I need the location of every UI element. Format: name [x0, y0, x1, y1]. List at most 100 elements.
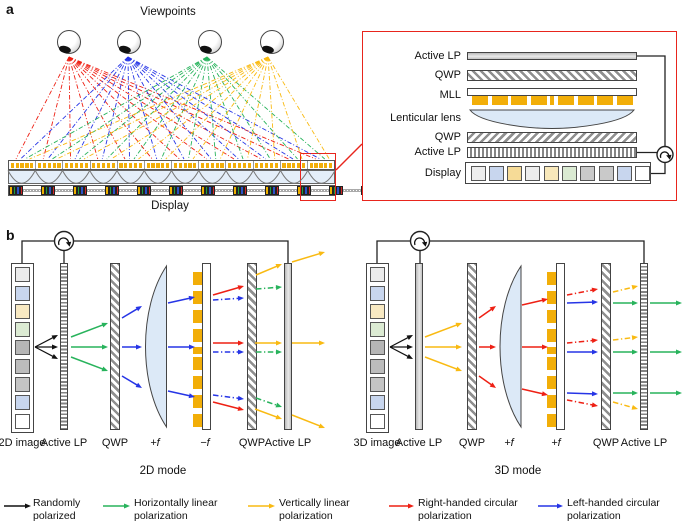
inactive-subpixel	[160, 188, 163, 192]
h-linear-out-arrow-head	[676, 349, 682, 355]
h-linear-arrow-head	[632, 300, 638, 306]
display-subpixel	[272, 186, 276, 195]
display-subpixel	[265, 186, 269, 195]
inactive-subpixel	[311, 188, 314, 192]
pixel-cell	[105, 186, 137, 196]
left-circ-arrow-head	[135, 306, 142, 312]
h-linear-dash-arrow	[255, 286, 278, 290]
v-linear-arrow-head	[275, 264, 282, 269]
right-circ-dash-arrow-head	[591, 338, 598, 344]
mll-microlens	[292, 162, 296, 168]
inactive-subpixel	[122, 188, 125, 192]
left-circ-arrow-head	[136, 344, 142, 350]
right-circ-arrow-head	[237, 406, 244, 411]
3d-qwp2-label: QWP	[592, 437, 620, 449]
viewpoint-ray	[247, 56, 269, 160]
3d-active-lp2-bar	[640, 263, 648, 430]
2d-image-column	[11, 263, 34, 433]
inactive-subpixel	[294, 188, 297, 192]
image-pixel	[370, 303, 385, 319]
legend-arrow-head	[269, 503, 275, 509]
mll-element	[193, 414, 202, 427]
inset-mll-element	[491, 96, 508, 105]
mll-microlens	[161, 162, 165, 168]
viewpoint-ray	[206, 56, 217, 160]
eye-pupil	[261, 44, 275, 54]
inactive-subpixel	[96, 188, 99, 192]
inactive-subpixel	[253, 188, 256, 192]
image-pixel	[15, 267, 30, 283]
inactive-subpixel	[262, 188, 265, 192]
mll-cell	[118, 161, 145, 169]
viewpoint-ray	[111, 56, 269, 160]
display-pixel-strip	[8, 184, 393, 196]
mll-microlens	[193, 162, 197, 168]
lenticular-lens-strip	[8, 170, 335, 184]
inactive-subpixel	[29, 188, 32, 192]
mll-microlens	[129, 162, 133, 168]
viewpoint-ray	[127, 56, 321, 160]
legend-vertical-linear: Vertically linear polarization	[279, 497, 350, 523]
inset-display-pixel	[470, 166, 486, 181]
v-linear-dash-arrow	[612, 286, 634, 293]
pixel-cell	[169, 186, 201, 196]
mll-element	[193, 291, 202, 304]
viewpoint-ray	[165, 56, 269, 160]
mll-microlens	[309, 162, 313, 168]
mll-microlens	[25, 162, 29, 168]
mll-microlens	[166, 162, 170, 168]
3d-active-lp1-label: Active LP	[395, 437, 443, 449]
mll-microlens	[42, 162, 46, 168]
inactive-subpixel	[288, 188, 291, 192]
display-subpixel	[76, 186, 80, 195]
right-circ-arrow	[212, 401, 240, 410]
wire-switch-to-lp2-3d	[429, 240, 645, 263]
mll-microlens	[205, 162, 209, 168]
display-subpixel	[41, 186, 45, 195]
inactive-subpixel	[192, 188, 195, 192]
viewpoint-ray	[68, 56, 316, 160]
2d-active-lp1-bar	[60, 263, 68, 430]
inset-mll-bar	[467, 88, 637, 96]
image-pixel	[15, 377, 30, 393]
3d-active-lp2-label: Active LP	[620, 437, 668, 449]
mll-microlens	[65, 162, 69, 168]
viewpoint-ray	[127, 56, 158, 160]
mll-element	[547, 376, 556, 389]
inactive-subpixel	[349, 188, 352, 192]
viewpoint-ray	[29, 56, 269, 160]
inactive-subpixel	[221, 188, 224, 192]
mll-microlens	[10, 162, 14, 168]
display-subpixel	[179, 186, 183, 195]
v-linear-arrow-head	[455, 322, 462, 328]
mll-cell	[254, 161, 281, 169]
image-pixel	[370, 358, 385, 374]
mll-microlens	[242, 162, 246, 168]
viewpoint-ray	[127, 56, 239, 160]
mll-microlens	[119, 162, 123, 168]
mll-element	[193, 357, 202, 370]
inactive-subpixel	[90, 188, 93, 192]
mll-element	[547, 346, 556, 354]
v-linear-arrow-head	[456, 344, 462, 350]
inset-display-pixel	[598, 166, 614, 181]
2d-qwp1-label: QWP	[101, 437, 129, 449]
random-pol-arrow	[34, 346, 55, 358]
mll-microlens	[15, 162, 19, 168]
pixel-cell	[265, 186, 297, 196]
v-linear-dash-arrow-head	[631, 284, 638, 290]
display-subpixel	[73, 186, 77, 195]
inset-display-pixel	[543, 166, 559, 181]
mll-microlens	[79, 162, 83, 168]
2d-plus-f-lens-shape	[145, 264, 167, 429]
viewpoint-ray	[267, 56, 276, 160]
random-pol-arrow-head	[407, 344, 413, 350]
image-pixel	[15, 285, 30, 301]
switch-arrow-arc	[413, 237, 426, 246]
3d-plus-f-lens-label: +f	[504, 437, 514, 449]
viewpoint-ray	[68, 56, 71, 160]
inactive-subpixel	[64, 188, 67, 192]
mll-microlens	[260, 162, 264, 168]
h-linear-dash-arrow	[255, 397, 278, 407]
magnified-region-box	[300, 153, 336, 201]
